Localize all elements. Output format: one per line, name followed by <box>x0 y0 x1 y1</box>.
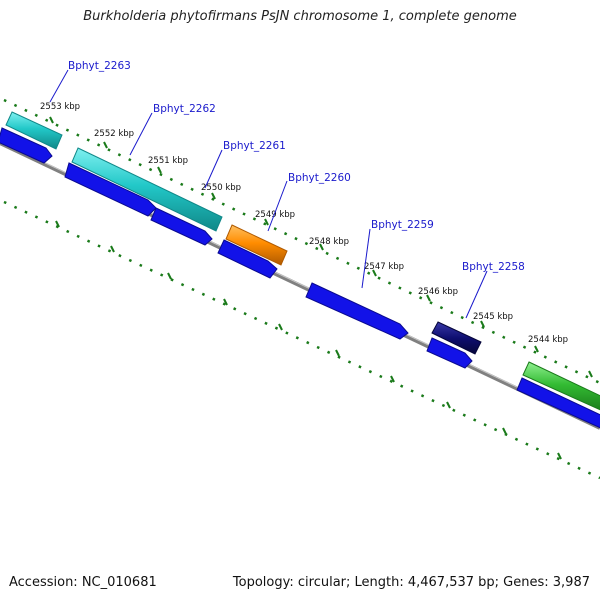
gene-bphyt-2262-bar <box>71 147 223 232</box>
gene-green-bar <box>522 361 600 411</box>
leader-bphyt-2260 <box>267 180 288 232</box>
accession-text: Accession: NC_010681 <box>9 575 157 590</box>
major-tick <box>480 320 485 328</box>
gene-label-bphyt-2262: Bphyt_2262 <box>153 103 216 115</box>
gene-label-bphyt-2260: Bphyt_2260 <box>288 172 351 184</box>
gene-arrow <box>305 282 409 340</box>
major-tick <box>211 192 216 200</box>
major-tick <box>372 269 377 277</box>
major-tick <box>557 452 562 460</box>
major-tick <box>167 272 172 280</box>
annotated-genes <box>5 111 600 411</box>
scale-labels: 2553 kbp 2552 kbp 2551 kbp 2550 kbp 2549… <box>40 102 568 345</box>
leader-bphyt-2261 <box>204 149 223 189</box>
inner-scale-line <box>3 200 600 480</box>
major-tick <box>278 323 283 331</box>
major-tick <box>390 375 395 383</box>
kbp-label: 2550 kbp <box>201 183 241 193</box>
gene-bphyt-2263-bar <box>5 111 63 150</box>
major-tick <box>55 220 60 228</box>
gene-label-bphyt-2258: Bphyt_2258 <box>462 261 525 273</box>
label-leaders <box>49 69 488 319</box>
gene-arrow <box>426 337 473 369</box>
major-tick <box>157 166 162 174</box>
kbp-label: 2552 kbp <box>94 129 134 139</box>
gene-bphyt-2258-bar <box>431 321 482 355</box>
map-title: Burkholderia phytofirmans PsJN chromosom… <box>83 9 517 24</box>
kbp-label: 2545 kbp <box>473 312 513 322</box>
topology-summary: Topology: circular; Length: 4,467,537 bp… <box>232 575 590 590</box>
major-tick <box>335 349 340 357</box>
major-tick <box>446 401 451 409</box>
major-tick <box>103 141 108 149</box>
major-tick <box>502 427 507 435</box>
gene-label-bphyt-2263: Bphyt_2263 <box>68 60 131 72</box>
major-tick <box>426 294 431 302</box>
kbp-label: 2547 kbp <box>364 262 404 272</box>
major-tick <box>588 370 593 378</box>
major-tick <box>110 245 115 253</box>
gene-labels: Bphyt_2263 Bphyt_2262 Bphyt_2261 Bphyt_2… <box>68 60 525 273</box>
leader-bphyt-2259 <box>361 228 371 289</box>
gene-arrow <box>516 377 600 429</box>
kbp-label: 2544 kbp <box>528 335 568 345</box>
kbp-label: 2548 kbp <box>309 237 349 247</box>
major-tick <box>264 218 269 226</box>
leader-bphyt-2263 <box>49 69 69 103</box>
kbp-label: 2553 kbp <box>40 102 80 112</box>
major-tick <box>319 243 324 251</box>
kbp-label: 2546 kbp <box>418 287 458 297</box>
major-tick <box>534 345 539 353</box>
gene-label-bphyt-2259: Bphyt_2259 <box>371 219 434 231</box>
gene-arrow <box>217 239 278 279</box>
major-ticks <box>49 116 593 460</box>
major-tick <box>223 298 228 306</box>
leader-bphyt-2262 <box>129 112 153 156</box>
blue-genes <box>0 127 600 429</box>
kbp-label: 2549 kbp <box>255 210 295 220</box>
gene-label-bphyt-2261: Bphyt_2261 <box>223 140 286 152</box>
gene-arrow <box>150 207 213 246</box>
gene-bphyt-2260-bar <box>225 224 288 266</box>
kbp-label: 2551 kbp <box>148 156 188 166</box>
outer-scale-line <box>3 98 600 385</box>
major-tick <box>49 116 54 124</box>
leader-bphyt-2258 <box>465 270 488 319</box>
gene-arrow <box>0 127 53 164</box>
gene-arrow <box>64 162 157 217</box>
